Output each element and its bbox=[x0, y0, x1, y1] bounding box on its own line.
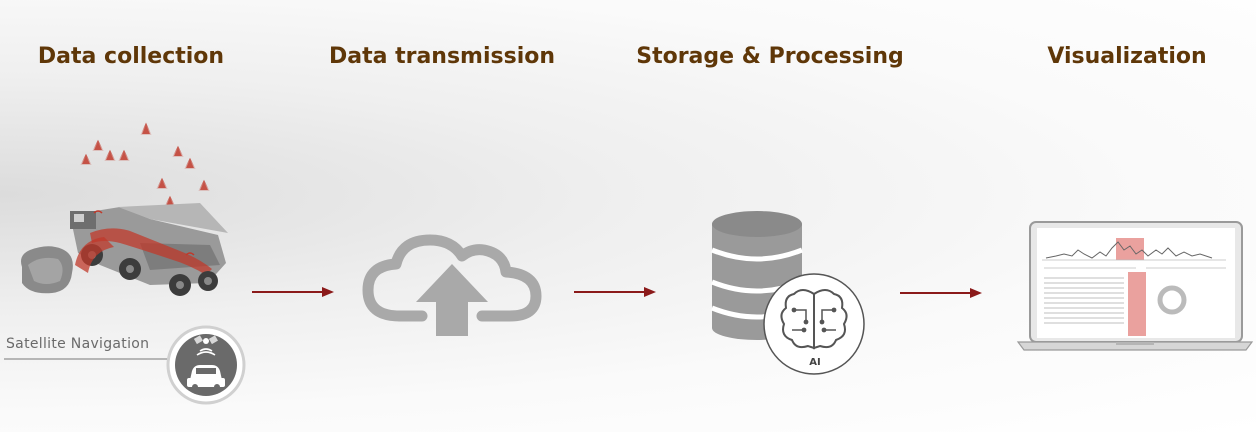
flow-arrow-2 bbox=[574, 287, 656, 297]
dashboard-donut bbox=[1157, 285, 1187, 315]
laptop-dashboard-icon bbox=[1016, 221, 1254, 351]
satellite-car-badge bbox=[4, 325, 246, 405]
stage-title-data-collection: Data collection bbox=[37, 44, 225, 69]
stage-title-data-transmission: Data transmission bbox=[328, 44, 556, 69]
flow-arrow-1 bbox=[252, 287, 334, 297]
data-collection-illustration bbox=[21, 122, 228, 296]
ai-label: AI bbox=[809, 357, 821, 368]
dashboard-highlight-column bbox=[1128, 272, 1146, 336]
database-icon bbox=[711, 211, 865, 375]
stage-title-visualization: Visualization bbox=[1047, 44, 1207, 69]
dashboard-table bbox=[1044, 277, 1124, 324]
satellite-car-icon bbox=[166, 325, 246, 405]
mining-truck-icon bbox=[21, 203, 228, 296]
satellite-navigation-label: Satellite Navigation bbox=[6, 336, 150, 352]
stage-title-storage-processing: Storage & Processing bbox=[636, 44, 904, 69]
signal-arrow-icon bbox=[80, 122, 210, 227]
flow-arrow-3 bbox=[900, 288, 982, 298]
brain-circuit-icon bbox=[763, 273, 865, 375]
dashboard-histogram bbox=[1042, 238, 1226, 261]
cloud-upload-icon bbox=[362, 234, 542, 336]
